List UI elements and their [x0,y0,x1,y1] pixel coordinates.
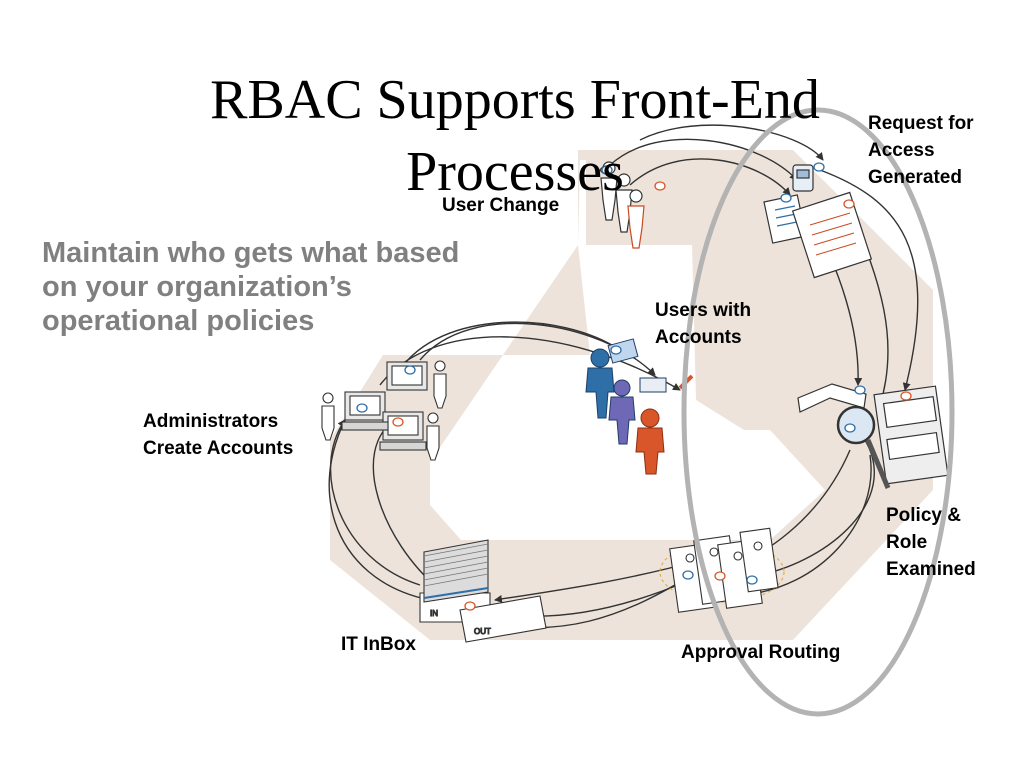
request-documents [763,164,873,279]
label-administrators: Administrators Create Accounts [143,411,294,459]
process-path-inner [430,430,825,540]
policy-review-objects [797,383,949,489]
status-markers-orange [392,181,912,611]
tray-out-label: OUT [474,627,491,636]
it-inbox-trays: IN OUT [419,539,547,643]
label-policy-role: Policy & Role Examined [886,505,976,580]
label-it-inbox: IT InBox [341,634,416,655]
label-request-access: Request for Access Generated [868,113,974,188]
slide-title: RBAC Supports Front-End Processes [210,69,820,203]
tray-in-label: IN [430,609,438,618]
label-user-change: User Change [442,195,560,216]
status-markers [356,162,866,585]
label-approval-routing: Approval Routing [681,642,841,663]
label-users-with-accounts: Users with Accounts [655,300,752,348]
highlight-ellipse [681,107,955,717]
slide-subtitle: Maintain who gets what based on your org… [42,237,460,337]
users-with-accounts-figures [585,338,694,475]
